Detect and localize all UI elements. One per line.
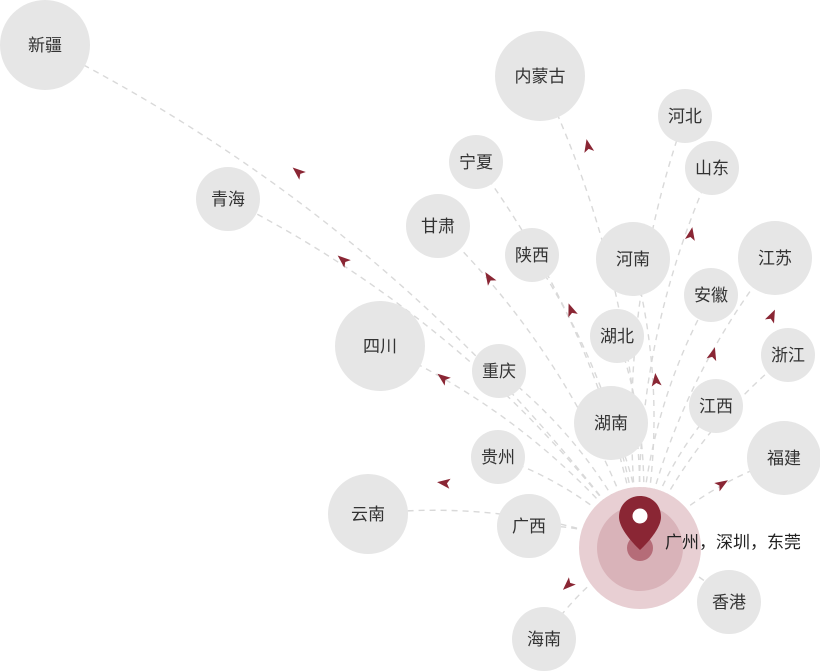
destination-bubble: [505, 228, 559, 282]
route-arrows: [292, 139, 775, 590]
destination-node-fujian: 福建: [747, 421, 820, 495]
destination-bubble: [596, 222, 670, 296]
destination-bubble: [747, 421, 820, 495]
destination-node-sichuan: 四川: [335, 301, 425, 391]
route-arrow-sichuan: [437, 373, 451, 386]
destination-node-jiangsu: 江苏: [738, 221, 812, 295]
route-arrow-yunnan: [437, 478, 451, 489]
destination-bubble: [406, 194, 470, 258]
destination-node-jiangxi: 江西: [689, 379, 743, 433]
destination-node-guizhou: 贵州: [471, 430, 525, 484]
destination-label: 河北: [668, 107, 702, 127]
destination-node-henan: 河南: [596, 222, 670, 296]
destination-label: 贵州: [481, 448, 515, 468]
destination-bubble: [495, 31, 585, 121]
route-arrow-fujian: [714, 480, 728, 492]
origin-label: 广州，深圳，东莞: [665, 533, 801, 553]
destination-bubble: [472, 344, 526, 398]
destination-label: 重庆: [482, 362, 516, 382]
destination-label: 宁夏: [459, 153, 493, 173]
destination-node-chongqing: 重庆: [472, 344, 526, 398]
destination-node-hunan: 湖南: [574, 386, 648, 460]
destination-bubble: [658, 89, 712, 143]
destination-label: 福建: [767, 449, 801, 469]
route-arrow-xinjiang: [292, 167, 306, 180]
route-arrow-shandong: [684, 227, 695, 241]
destination-node-yunnan: 云南: [328, 474, 408, 554]
destination-label: 内蒙古: [515, 67, 566, 87]
destination-bubble: [449, 135, 503, 189]
destination-bubble: [761, 328, 815, 382]
route-arrow-hubei: [651, 373, 662, 387]
route-arrow-qinghai: [337, 255, 351, 268]
destination-bubble: [328, 474, 408, 554]
destination-label: 江苏: [758, 249, 792, 269]
route-line-chongqing: [498, 370, 641, 549]
destination-node-ningxia: 宁夏: [449, 135, 503, 189]
destination-bubble: [196, 167, 260, 231]
destination-label: 安徽: [694, 286, 728, 306]
route-line-jiangsu: [639, 257, 776, 549]
destination-label: 广西: [512, 517, 546, 537]
route-arrow-shaanxi: [568, 303, 578, 318]
destination-label: 海南: [527, 630, 561, 650]
route-arrow-jiangsu: [764, 309, 775, 324]
destination-node-shaanxi: 陕西: [505, 228, 559, 282]
destination-label: 湖北: [600, 327, 634, 347]
route-arrow-anhui: [706, 347, 717, 362]
destination-label: 新疆: [28, 36, 62, 56]
destination-node-xinjiang: 新疆: [0, 0, 90, 90]
route-line-xinjiang: [44, 44, 641, 549]
destination-label: 云南: [351, 505, 385, 525]
destination-bubble: [512, 607, 576, 671]
destination-label: 青海: [211, 190, 245, 210]
destination-label: 浙江: [771, 346, 805, 366]
destination-bubble: [335, 301, 425, 391]
destination-node-hainan: 海南: [512, 607, 576, 671]
destination-node-anhui: 安徽: [684, 268, 738, 322]
destination-bubble: [590, 309, 644, 363]
destination-node-qinghai: 青海: [196, 167, 260, 231]
destination-label: 江西: [699, 397, 733, 417]
origin-group: 广州，深圳，东莞: [579, 487, 801, 609]
destination-label: 山东: [695, 159, 729, 179]
destination-node-shandong: 山东: [685, 141, 739, 195]
destination-node-gansu: 甘肃: [406, 194, 470, 258]
destination-bubble: [685, 141, 739, 195]
route-line-zhejiang: [639, 354, 789, 549]
destination-node-guangxi: 广西: [497, 494, 561, 558]
destination-bubble: [697, 570, 761, 634]
route-arrow-hainan: [562, 577, 576, 590]
destination-label: 陕西: [515, 246, 549, 266]
route-line-gansu: [437, 225, 641, 549]
destination-node-zhejiang: 浙江: [761, 328, 815, 382]
location-pin-icon: [619, 496, 661, 550]
route-arrow-gansu: [485, 272, 497, 286]
destination-node-neimenggu: 内蒙古: [495, 31, 585, 121]
destination-node-xianggang: 香港: [697, 570, 761, 634]
destination-node-hebei: 河北: [658, 89, 712, 143]
destination-node-hubei: 湖北: [590, 309, 644, 363]
destination-label: 湖南: [594, 414, 628, 434]
destination-label: 河南: [616, 250, 650, 270]
destination-bubble: [0, 0, 90, 90]
destination-bubble: [738, 221, 812, 295]
destination-label: 甘肃: [421, 217, 455, 237]
destination-bubble: [684, 268, 738, 322]
destination-label: 香港: [712, 593, 746, 613]
destination-bubble: [497, 494, 561, 558]
destination-bubble: [574, 386, 648, 460]
destination-bubble: [689, 379, 743, 433]
destination-label: 四川: [363, 337, 397, 357]
destination-bubble: [471, 430, 525, 484]
route-arrow-neimenggu: [584, 139, 595, 153]
